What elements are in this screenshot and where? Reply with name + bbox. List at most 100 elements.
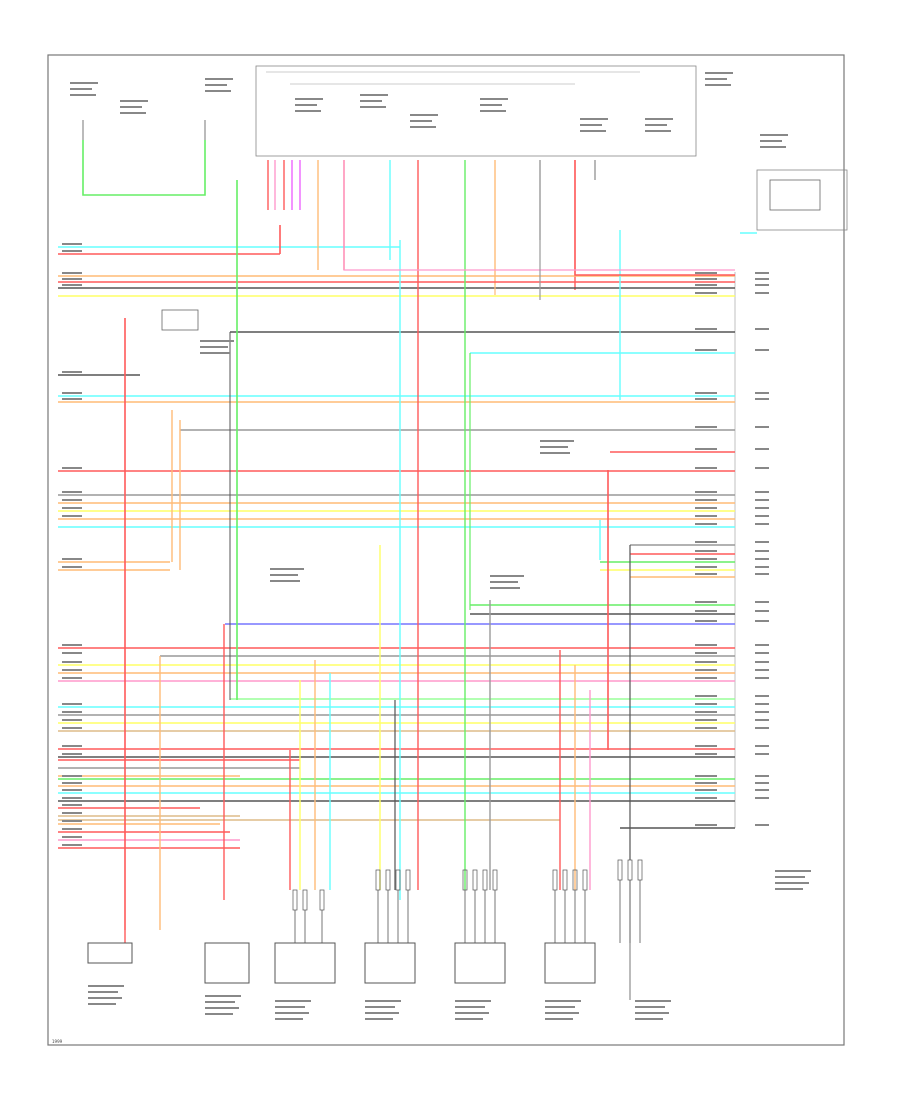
connector-pin: [482, 869, 488, 891]
illegible-label: [755, 711, 769, 713]
illegible-label: [480, 98, 508, 100]
wire-path: [343, 160, 735, 271]
illegible-label: [755, 789, 769, 791]
crankshaft-sensor: [274, 942, 336, 984]
illegible-label: [62, 703, 82, 705]
illegible-label: [545, 1018, 573, 1020]
illegible-label: [775, 882, 809, 884]
illegible-label: [62, 250, 82, 252]
illegible-label: [705, 72, 733, 74]
illegible-label: [295, 104, 317, 106]
illegible-label: [540, 440, 574, 442]
illegible-label: [645, 130, 671, 132]
illegible-label: [695, 272, 717, 274]
illegible-label: [755, 745, 769, 747]
illegible-label: [755, 573, 769, 575]
illegible-label: [755, 499, 769, 501]
connector-pin: [552, 869, 558, 891]
illegible-label: [695, 824, 717, 826]
illegible-label: [410, 114, 438, 116]
illegible-label: [295, 110, 321, 112]
illegible-label: [755, 426, 769, 428]
illegible-label: [480, 110, 506, 112]
illegible-label: [62, 499, 82, 501]
tr-sensor-inner: [769, 179, 821, 211]
illegible-label: [760, 146, 786, 148]
illegible-label: [205, 78, 233, 80]
connector-pin: [637, 859, 643, 881]
illegible-label: [755, 284, 769, 286]
illegible-label: [275, 1018, 303, 1020]
illegible-label: [695, 703, 717, 705]
illegible-label: [365, 1006, 395, 1008]
illegible-label: [270, 574, 298, 576]
illegible-label: [635, 1006, 665, 1008]
knock-sensor: [87, 942, 133, 964]
o2-sensor-2: [454, 942, 506, 984]
o2-sensor-3: [544, 942, 596, 984]
illegible-label: [62, 272, 82, 274]
illegible-label: [205, 1013, 233, 1015]
illegible-label: [62, 828, 82, 830]
illegible-label: [62, 515, 82, 517]
illegible-label: [360, 100, 382, 102]
illegible-label: [695, 669, 717, 671]
connector-pin: [462, 869, 468, 891]
illegible-label: [760, 140, 782, 142]
illegible-label: [635, 1000, 671, 1002]
illegible-label: [695, 775, 717, 777]
illegible-label: [755, 448, 769, 450]
illegible-label: [275, 1012, 309, 1014]
illegible-label: [755, 272, 769, 274]
illegible-label: [755, 669, 769, 671]
illegible-label: [62, 644, 82, 646]
illegible-label: [62, 782, 82, 784]
illegible-label: [755, 753, 769, 755]
illegible-label: [480, 104, 502, 106]
illegible-label: [88, 991, 118, 993]
illegible-label: [755, 507, 769, 509]
illegible-label: [695, 719, 717, 721]
illegible-label: [645, 124, 667, 126]
illegible-label: [120, 100, 148, 102]
illegible-label: [88, 1003, 116, 1005]
illegible-label: [70, 88, 92, 90]
relay-box: [161, 309, 199, 331]
illegible-label: [755, 566, 769, 568]
illegible-label: [755, 541, 769, 543]
illegible-label: [62, 398, 82, 400]
illegible-label: [775, 876, 805, 878]
illegible-label: [755, 515, 769, 517]
connector-pin: [405, 869, 411, 891]
illegible-label: [62, 652, 82, 654]
illegible-label: [70, 82, 98, 84]
connector-pin: [562, 869, 568, 891]
illegible-label: [275, 1000, 311, 1002]
illegible-label: [755, 782, 769, 784]
illegible-label: [775, 888, 803, 890]
illegible-label: [490, 587, 520, 589]
illegible-label: [755, 491, 769, 493]
illegible-label: [755, 797, 769, 799]
connector-pin: [492, 869, 498, 891]
illegible-label: [205, 84, 227, 86]
illegible-label: [365, 1012, 399, 1014]
illegible-label: [205, 1007, 239, 1009]
illegible-label: [455, 1018, 483, 1020]
illegible-label: [455, 1012, 489, 1014]
illegible-label: [695, 550, 717, 552]
illegible-label: [62, 753, 82, 755]
illegible-label: [695, 610, 717, 612]
connector-pin: [292, 889, 298, 911]
illegible-label: [205, 1001, 235, 1003]
illegible-label: [755, 695, 769, 697]
wire-path: [82, 140, 206, 196]
diagram-frame: [47, 54, 845, 1046]
wire-path: [574, 160, 735, 276]
illegible-label: [200, 346, 228, 348]
page-number: 1999: [52, 1039, 63, 1044]
illegible-label: [760, 134, 788, 136]
illegible-label: [62, 797, 82, 799]
illegible-label: [62, 804, 82, 806]
